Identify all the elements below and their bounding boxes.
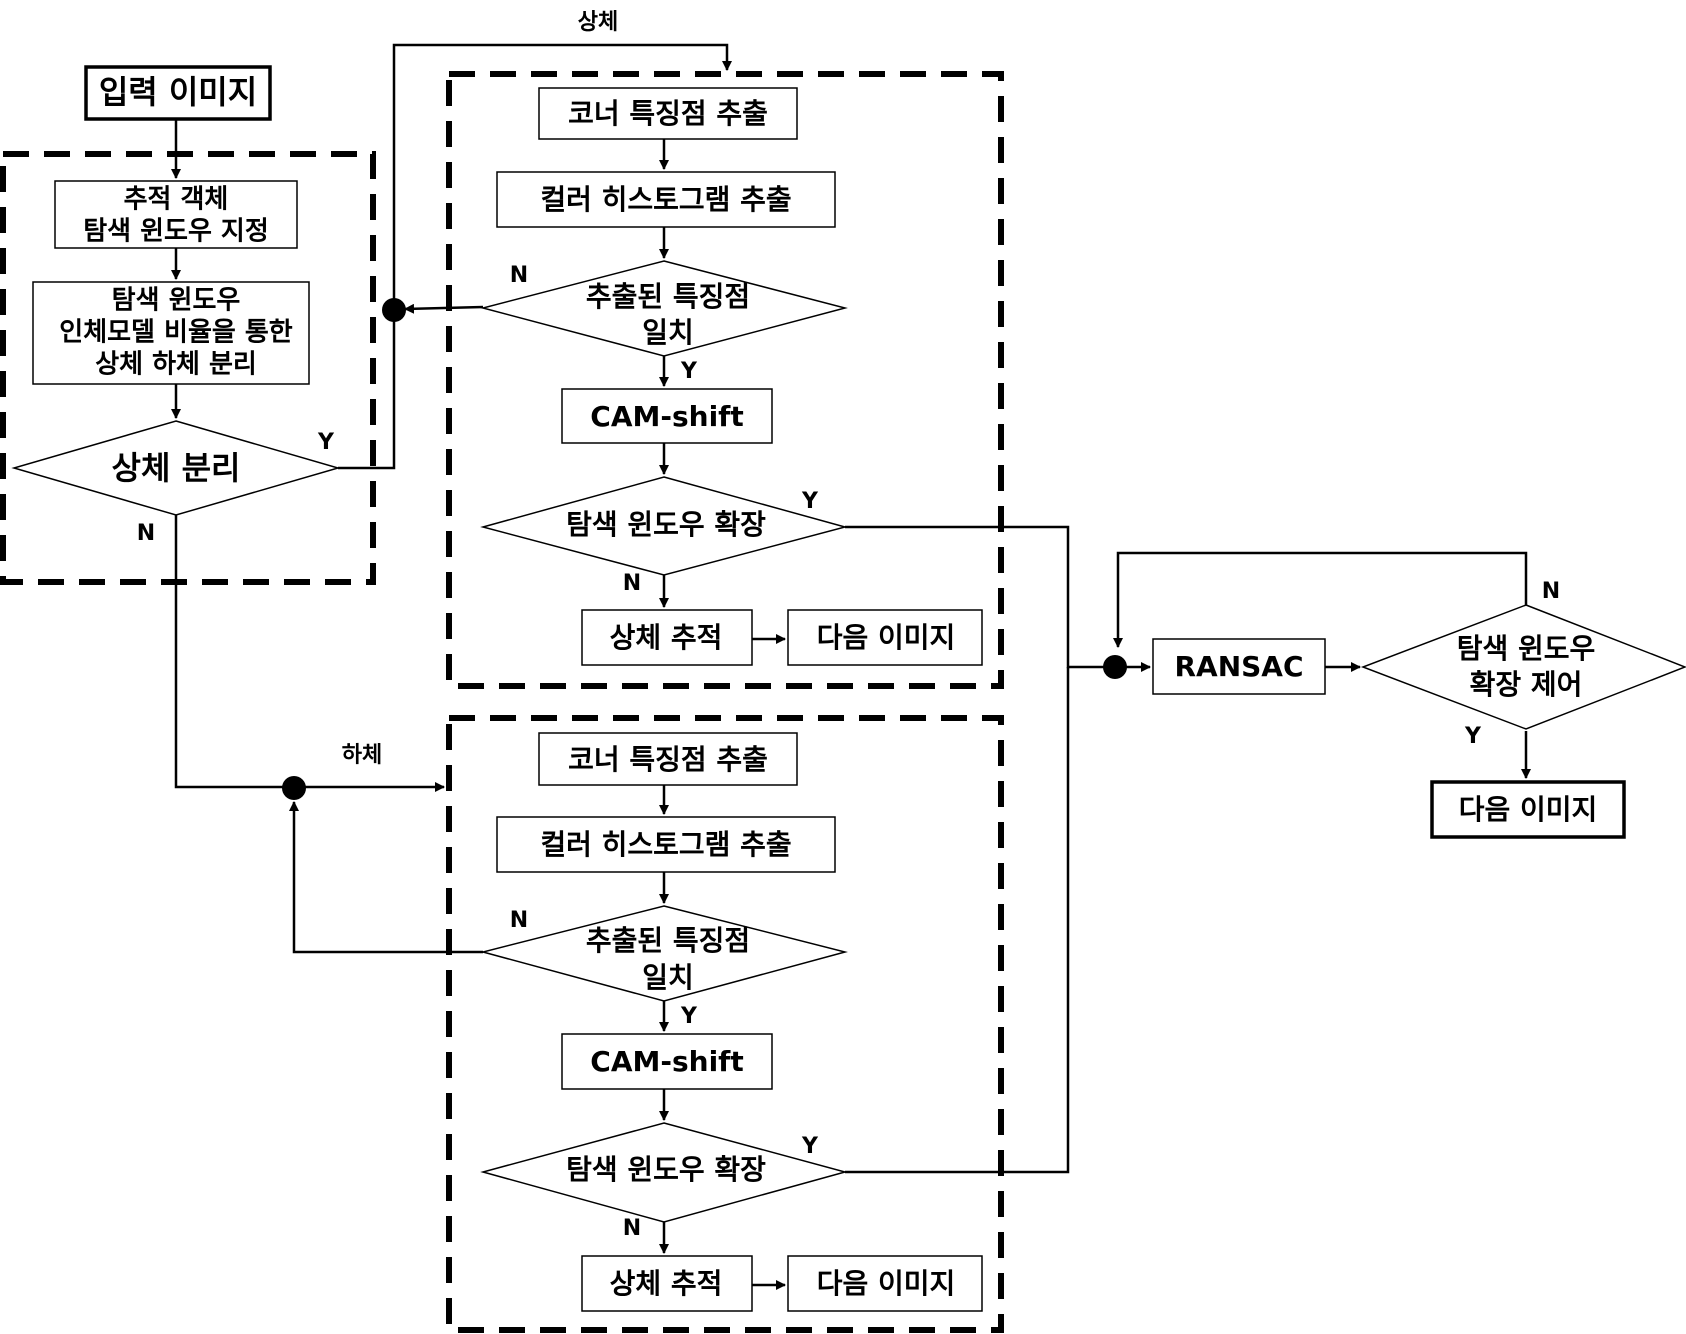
expand-control-yes-label: Y — [1464, 724, 1482, 749]
junction-merge — [1103, 655, 1127, 679]
set-window-box — [54, 180, 298, 249]
lower-match-line2: 일치 — [642, 961, 694, 994]
input-image-label: 입력 이미지 — [99, 73, 257, 111]
line-l-match-no — [289, 801, 483, 954]
lower-match-line1: 추출된 특징점 — [586, 924, 750, 957]
separate-box — [32, 281, 310, 385]
upper-corner-label: 코너 특징점 추출 — [568, 97, 768, 130]
line-upper-branch — [338, 43, 732, 470]
upper-corner-box — [538, 87, 798, 140]
upper-branch-label: 상체 — [578, 10, 618, 35]
upper-track-label: 상체 추적 — [610, 621, 723, 654]
lower-histogram-label: 컬러 히스토그램 추출 — [540, 828, 791, 861]
expand-control-line2: 확장 제어 — [1470, 668, 1583, 701]
expand-control-no-label: N — [1542, 579, 1560, 604]
lower-camshift-box — [561, 1033, 773, 1090]
upper-camshift-box — [561, 388, 773, 444]
upper-match-line2: 일치 — [642, 316, 694, 349]
ransac-label: RANSAC — [1174, 650, 1303, 683]
final-next-label: 다음 이미지 — [1459, 793, 1598, 826]
line-u-expand-yes — [845, 525, 1104, 669]
upper-track-box — [581, 609, 753, 666]
expand-control-decision — [1360, 604, 1686, 730]
line-l-expand-yes — [845, 667, 1070, 1174]
junction-upper — [382, 298, 406, 322]
decision-yes-label: Y — [317, 430, 335, 455]
separate-line2: 인체모델 비율을 통한 — [59, 318, 292, 348]
upper-separate-label: 상체 분리 — [112, 449, 241, 487]
line-u-match-no — [404, 303, 484, 314]
separate-line1: 탐색 윈도우 — [112, 286, 241, 316]
upper-histogram-box — [496, 171, 836, 228]
upper-histogram-label: 컬러 히스토그램 추출 — [540, 183, 791, 216]
decision-no-label: N — [137, 521, 155, 546]
expand-control-line1: 탐색 윈도우 — [1457, 632, 1596, 665]
lower-camshift-label: CAM-shift — [590, 1045, 743, 1078]
final-next-box — [1430, 780, 1626, 839]
upper-expand-yes-label: Y — [801, 489, 819, 514]
lower-corner-label: 코너 특징점 추출 — [568, 743, 768, 776]
line-control-no — [1113, 551, 1528, 648]
upper-expand-label: 탐색 윈도우 확장 — [566, 508, 766, 541]
lower-next-label: 다음 이미지 — [817, 1267, 956, 1300]
lower-corner-box — [538, 732, 798, 786]
input-image-box — [84, 65, 272, 121]
upper-separate-decision — [11, 420, 341, 516]
lower-next-box — [787, 1255, 983, 1312]
junction-lower — [282, 776, 306, 800]
upper-next-box — [787, 609, 983, 666]
upper-camshift-label: CAM-shift — [590, 400, 743, 433]
line-lower-branch — [174, 515, 445, 792]
set-window-line1: 추적 객체 — [124, 185, 229, 215]
lower-panel-frame — [446, 715, 1004, 1333]
lower-expand-label: 탐색 윈도우 확장 — [566, 1153, 766, 1186]
upper-match-line1: 추출된 특징점 — [586, 280, 750, 313]
lower-track-box — [581, 1255, 753, 1312]
upper-panel-frame — [446, 71, 1004, 689]
lower-match-decision — [480, 905, 848, 1002]
upper-match-decision — [480, 260, 848, 357]
lower-histogram-box — [496, 816, 836, 873]
lower-expand-no-label: N — [623, 1216, 641, 1241]
lower-match-yes-label: Y — [680, 1004, 698, 1029]
upper-match-yes-label: Y — [680, 359, 698, 384]
upper-expand-decision — [480, 476, 848, 576]
upper-expand-no-label: N — [623, 571, 641, 596]
lower-match-no-label: N — [510, 908, 528, 933]
upper-next-label: 다음 이미지 — [817, 621, 956, 654]
ransac-box — [1152, 638, 1326, 695]
left-panel-frame — [0, 151, 376, 585]
separate-line3: 상체 하체 분리 — [95, 350, 257, 380]
lower-expand-decision — [480, 1122, 848, 1223]
upper-match-no-label: N — [510, 263, 528, 288]
lower-branch-label: 하체 — [342, 743, 382, 768]
lower-track-label: 상체 추적 — [610, 1267, 723, 1300]
lower-expand-yes-label: Y — [801, 1134, 819, 1159]
set-window-line2: 탐색 윈도우 지정 — [83, 217, 269, 247]
